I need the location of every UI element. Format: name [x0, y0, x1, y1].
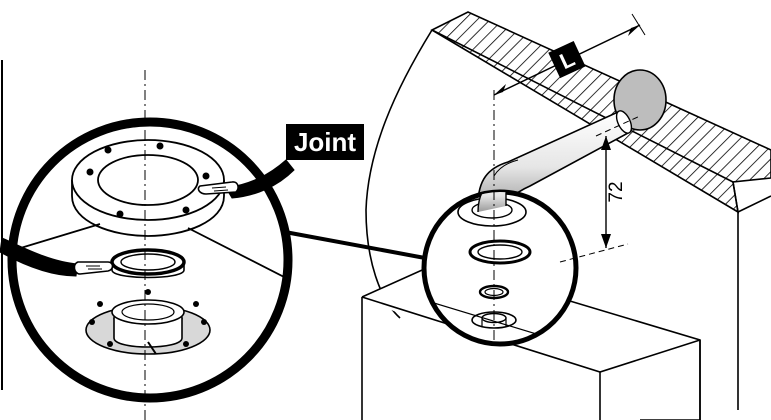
hand-bottom	[0, 237, 114, 277]
boiler-outlet	[85, 289, 211, 355]
magnifier-connector	[284, 230, 426, 260]
small-detail-circle	[421, 90, 579, 347]
hand-top	[197, 159, 295, 199]
flange-plate	[71, 139, 225, 237]
dimension-length: L	[493, 13, 646, 96]
seal-ring	[110, 248, 186, 279]
height-label: 72	[606, 181, 627, 202]
joint-label: Joint	[294, 127, 356, 157]
large-detail-circle	[7, 70, 293, 420]
dimension-height: 72	[559, 115, 641, 263]
joint-callout: Joint	[286, 124, 364, 160]
